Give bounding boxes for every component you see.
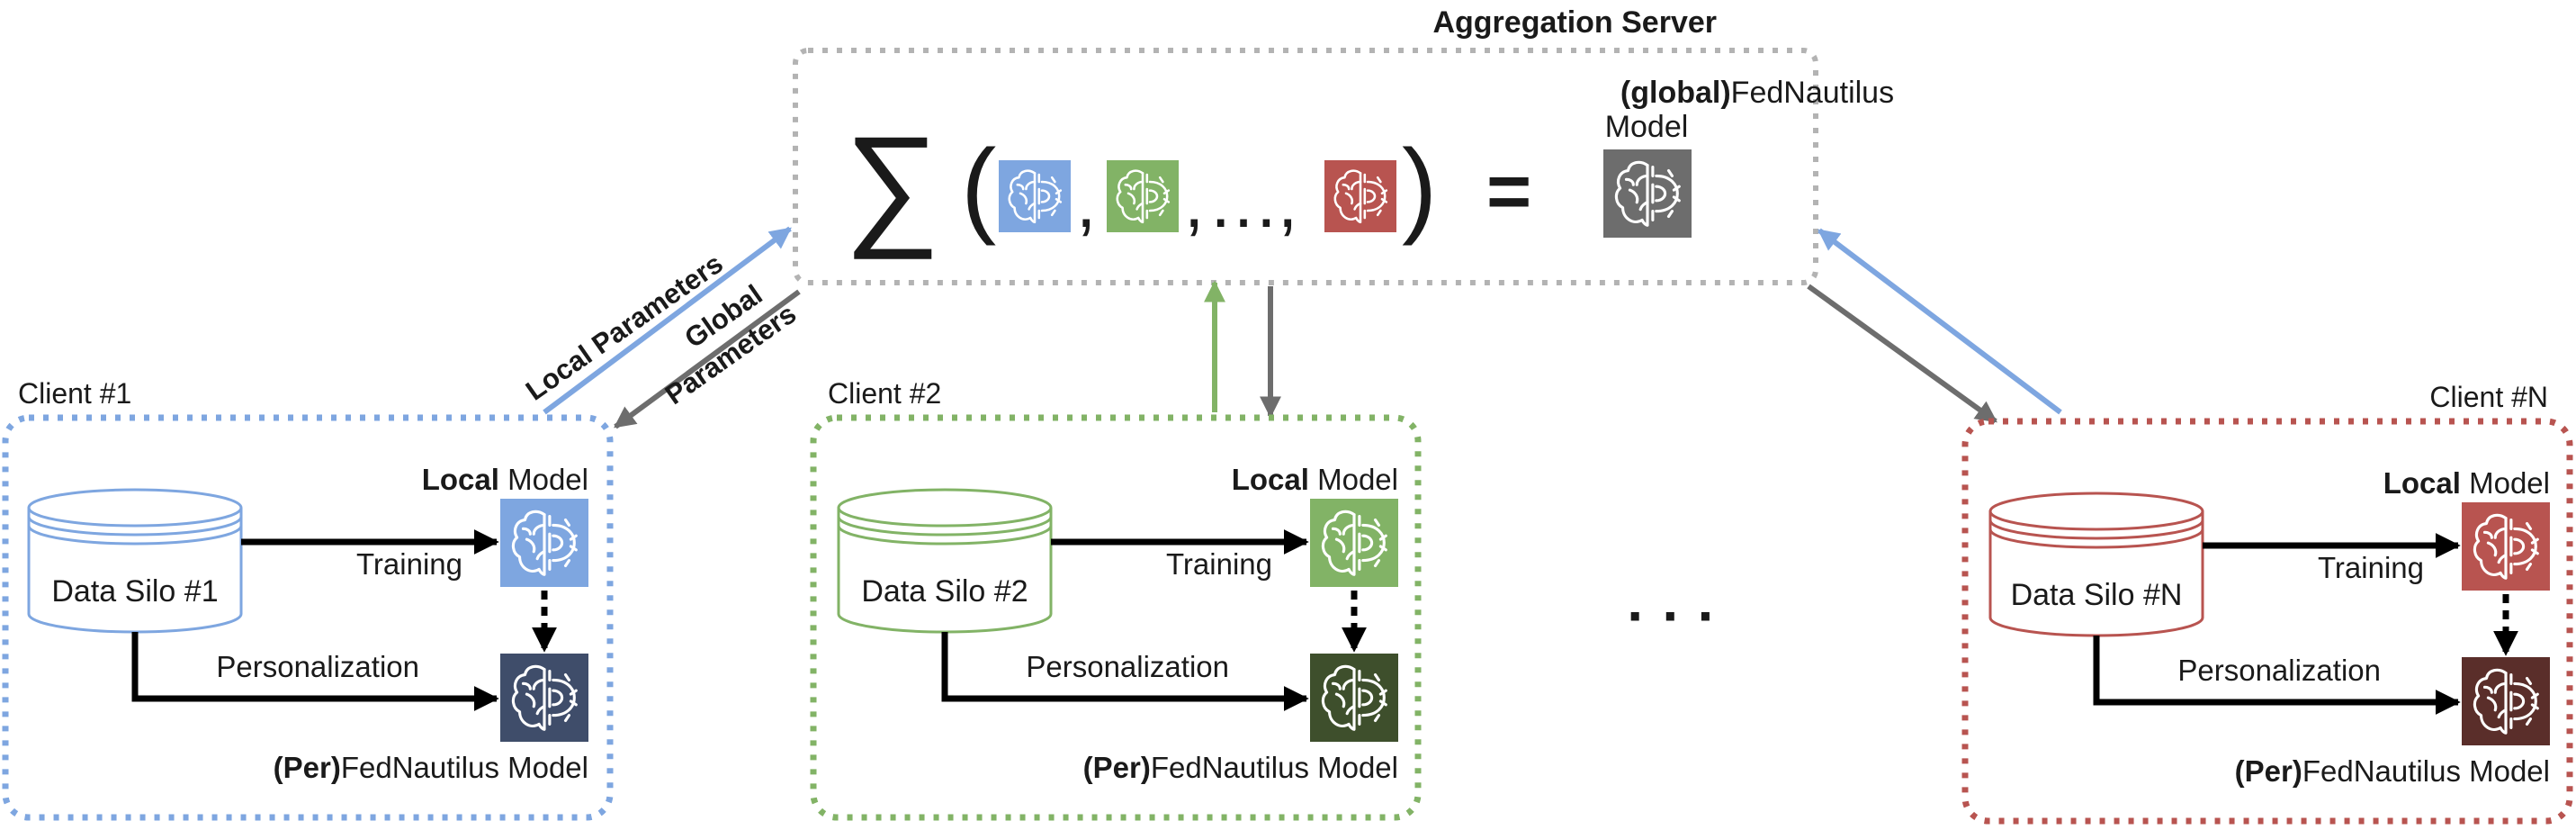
client-1-title: Client #1 [18, 377, 131, 410]
client1-download-arrow [614, 289, 801, 429]
client-n-personalization-label: Personalization [2177, 654, 2381, 687]
between-clients-ellipsis: · · · [1627, 583, 1717, 648]
client-2-personalization-arrow [941, 632, 1309, 711]
client-2-per-model-label: (Per)FedNautilus Model [1083, 751, 1398, 784]
client-2: Client #2 Data Silo #2 Training Personal… [810, 377, 1422, 821]
client-1-silo-label: Data Silo #1 [51, 574, 218, 609]
client-2-silo-label: Data Silo #2 [861, 574, 1028, 609]
client-2-training-label: Training [1166, 547, 1272, 581]
client-2-title: Client #2 [828, 377, 941, 410]
client-2-local-model-label: Local Model [1232, 463, 1398, 496]
clientN-model-icon [1324, 160, 1396, 232]
client-1-local-model-icon [500, 499, 588, 587]
client-1-training-label: Training [356, 547, 462, 581]
client-n-local-model-icon [2462, 502, 2550, 591]
client1-model-icon [999, 160, 1071, 232]
clientN-upload-arrow [1818, 228, 2062, 415]
client-n-training-label: Training [2318, 551, 2424, 584]
global-model-name: FedNautilus [1731, 76, 1894, 110]
global-model-suffix: Model [1605, 110, 1689, 144]
client-n-per-model-icon [2462, 657, 2550, 745]
client-n-personalization-arrow [2093, 636, 2461, 715]
client-1-box [2, 414, 614, 821]
global-model-label: (global)FedNautilus [1620, 76, 1894, 110]
close-paren: ) [1402, 128, 1437, 247]
client-n-title: Client #N [2429, 381, 2548, 413]
database-icon [1988, 492, 2204, 637]
client-1-personalization-arrow [131, 632, 499, 711]
comma-3: , [1278, 162, 1297, 242]
comma-1: , [1076, 162, 1096, 242]
client2-model-icon [1107, 160, 1179, 232]
client-n-local-model-label: Local Model [2383, 466, 2550, 500]
global-model-prefix: (global) [1620, 76, 1731, 110]
global-model-icon [1603, 149, 1692, 238]
open-paren: ( [961, 128, 996, 247]
database-icon [27, 488, 243, 634]
client-2-local-model-icon [1310, 499, 1398, 587]
clientN-download-arrow [1807, 284, 1997, 424]
sum-ellipsis: … [1207, 162, 1279, 242]
client-n-silo-label: Data Silo #N [2011, 578, 2183, 612]
database-icon [837, 488, 1053, 634]
client-2-box [810, 414, 1422, 821]
client-1-personalization-label: Personalization [216, 650, 419, 683]
client-n-per-model-label: (Per)FedNautilus Model [2235, 754, 2550, 788]
client-1-per-model-label: (Per)FedNautilus Model [274, 751, 588, 784]
sum-symbol: ∑ [844, 108, 940, 259]
comma-2: , [1184, 162, 1204, 242]
client-1-per-model-icon [500, 654, 588, 742]
client-n-box [1961, 418, 2573, 825]
client1-upload-arrow [543, 226, 792, 415]
equals-sign: = [1486, 149, 1531, 235]
server-title: Aggregation Server [1432, 5, 1717, 40]
client-2-per-model-icon [1310, 654, 1398, 742]
client-n: Client #N Data Silo #N Training Personal… [1961, 381, 2573, 825]
client-1-local-model-label: Local Model [422, 463, 588, 496]
client-2-personalization-label: Personalization [1026, 650, 1229, 683]
client-1: Client #1 Data Silo #1 Training Personal… [2, 377, 614, 821]
